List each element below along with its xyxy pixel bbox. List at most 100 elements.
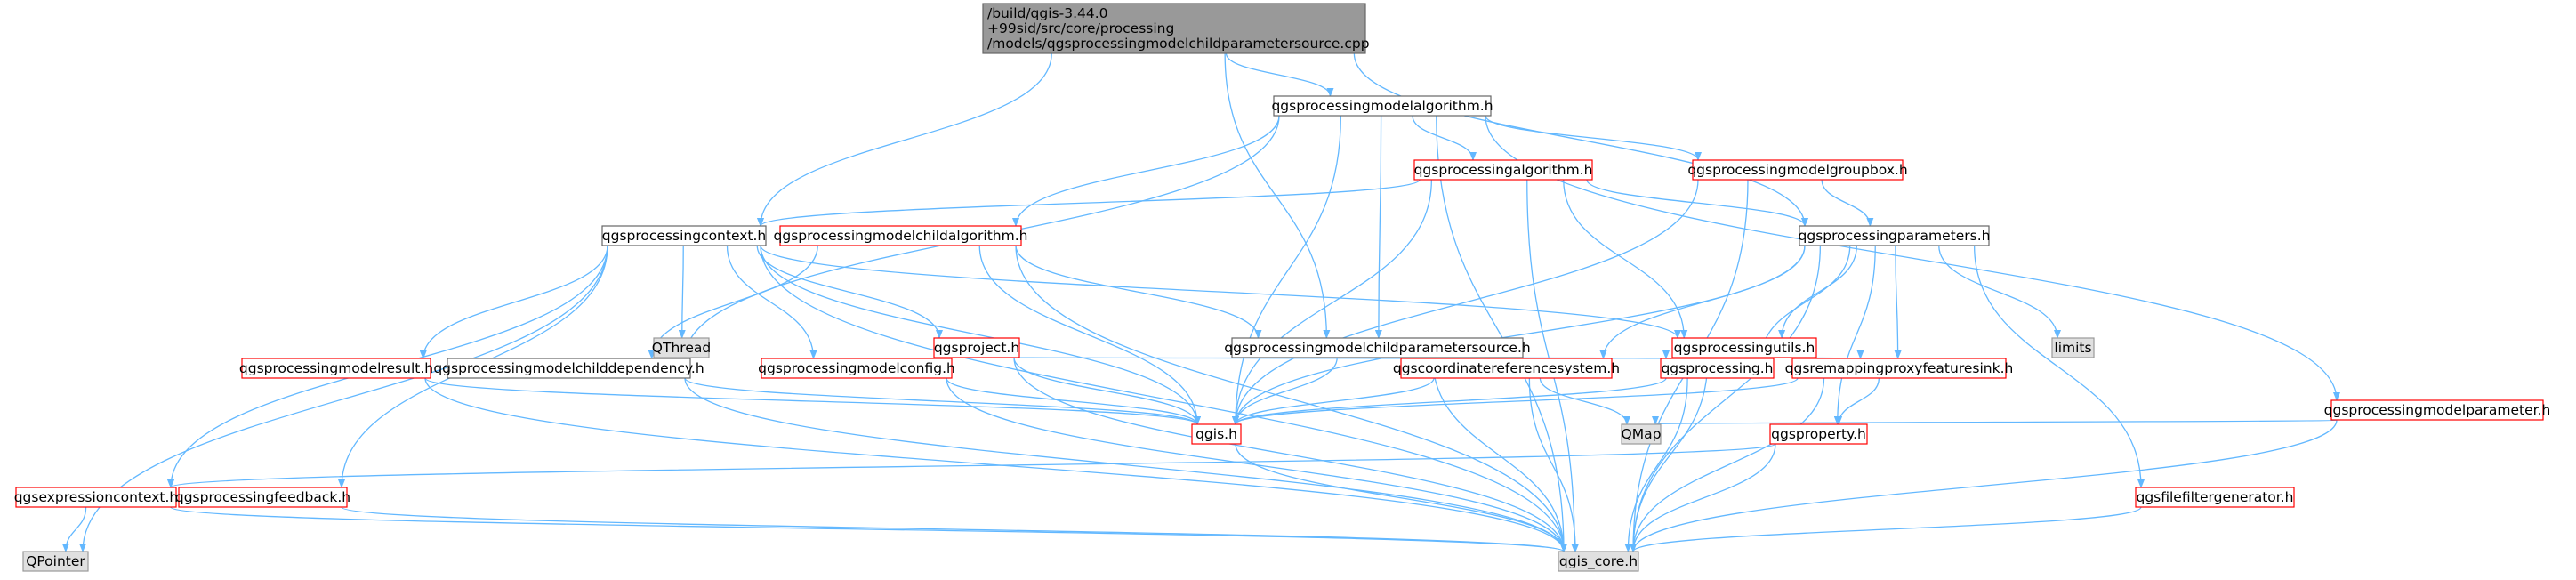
node-context[interactable]: qgsprocessingcontext.h (601, 225, 767, 246)
node-label-context: qgsprocessingcontext.h (602, 228, 766, 244)
node-box-remap[interactable] (1791, 358, 2007, 379)
node-crs[interactable]: qgscoordinatereferencesystem.h (1393, 358, 1620, 379)
edge-project-to-qgis (1013, 357, 1201, 425)
edge-context-to-qthread (678, 245, 686, 339)
node-modelalg[interactable]: qgsprocessingmodelalgorithm.h (1271, 95, 1493, 117)
edge-childalg-to-qgis (978, 245, 1201, 425)
node-box-putils[interactable] (1671, 337, 1817, 358)
node-box-childalg[interactable] (779, 225, 1022, 246)
node-qpointer[interactable]: QPointer (22, 551, 89, 572)
node-box-palg[interactable] (1413, 159, 1593, 181)
node-label-qmap: QMap (1622, 426, 1662, 442)
nodes-layer: /build/qgis-3.44.0+99sid/src/core/proces… (14, 3, 2551, 572)
node-core[interactable]: qgis_core.h (1558, 551, 1639, 572)
edge-params-to-qgis (1232, 245, 1806, 425)
edge-result-to-qgis (424, 377, 1201, 425)
edge-groupbox-to-qgis (1232, 179, 1699, 425)
edge-modelalg-to-qgis (1232, 115, 1342, 425)
edge-exprctx-to-qpointer (61, 506, 87, 552)
edges-layer (61, 52, 2340, 552)
node-qgis[interactable]: qgis.h (1191, 423, 1242, 445)
edge-filefilter-to-core (1630, 506, 2142, 552)
edge-context-to-putils (760, 245, 1681, 339)
node-exprctx[interactable]: qgsexpressioncontext.h (14, 487, 179, 508)
node-box-qgis[interactable] (1191, 423, 1242, 445)
edge-modelalg-to-childparamsrc (1374, 115, 1382, 339)
node-label-root-line-0: /build/qgis-3.44.0 (987, 5, 1108, 21)
node-palg[interactable]: qgsprocessingalgorithm.h (1413, 159, 1593, 181)
node-box-modelalg[interactable] (1273, 95, 1492, 117)
node-result[interactable]: qgsprocessingmodelresult.h (239, 358, 433, 379)
edge-modelparam-to-core (1630, 419, 2338, 552)
edge-palg-to-context (757, 179, 1421, 227)
node-childparamsrc[interactable]: qgsprocessingmodelchildparametersource.h (1224, 337, 1531, 358)
edge-childparamsrc-to-qgis (1232, 357, 1338, 425)
node-putils[interactable]: qgsprocessingutils.h (1671, 337, 1817, 358)
edge-childparamsrc-to-core (1431, 357, 1567, 552)
node-root[interactable]: /build/qgis-3.44.0+99sid/src/core/proces… (982, 3, 1370, 54)
node-qthread[interactable]: QThread (652, 337, 711, 358)
node-label-root-line-1: +99sid/src/core/processing (987, 20, 1174, 36)
node-groupbox[interactable]: qgsprocessingmodelgroupbox.h (1687, 159, 1908, 181)
edge-feedback-to-core (341, 506, 1567, 552)
node-label-core: qgis_core.h (1559, 553, 1638, 570)
node-filefilter[interactable]: qgsfilefiltergenerator.h (2135, 487, 2295, 508)
node-box-groupbox[interactable] (1692, 159, 1904, 181)
node-processing[interactable]: qgsprocessing.h (1660, 358, 1775, 379)
node-box-qpointer[interactable] (22, 551, 89, 572)
edge-context-to-project (756, 245, 943, 339)
node-box-config[interactable] (761, 358, 953, 379)
node-label-childalg: qgsprocessingmodelchildalgorithm.h (774, 228, 1028, 244)
edge-childdep-to-core (684, 377, 1567, 552)
edge-project-to-core (1013, 357, 1567, 552)
edge-processing-to-core (1624, 377, 1688, 552)
node-box-root[interactable] (982, 3, 1366, 54)
node-box-childparamsrc[interactable] (1231, 337, 1524, 358)
node-modelparam[interactable]: qgsprocessingmodelparameter.h (2324, 399, 2551, 421)
edge-groupbox-to-params (1821, 179, 1874, 227)
node-box-context[interactable] (601, 225, 767, 246)
node-params[interactable]: qgsprocessingparameters.h (1799, 225, 1991, 246)
node-box-exprctx[interactable] (15, 487, 177, 508)
node-box-params[interactable] (1799, 225, 1990, 246)
node-childdep[interactable]: qgsprocessingmodelchilddependency.h (433, 358, 704, 379)
node-label-processing: qgsprocessing.h (1661, 360, 1773, 376)
node-label-qpointer: QPointer (26, 553, 85, 569)
node-box-feedback[interactable] (178, 487, 348, 508)
edge-modelparam-to-qmap (1654, 415, 2338, 425)
edge-qgis-to-core (1235, 443, 1567, 552)
node-label-palg: qgsprocessingalgorithm.h (1414, 162, 1593, 178)
node-label-property: qgsproperty.h (1771, 426, 1866, 442)
edge-putils-to-core (1630, 357, 1709, 552)
edge-childalg-to-childparamsrc (1015, 245, 1262, 339)
node-box-core[interactable] (1558, 551, 1639, 572)
node-project[interactable]: qgsproject.h (933, 337, 1020, 358)
node-box-modelparam[interactable] (2330, 399, 2544, 421)
node-box-crs[interactable] (1400, 358, 1613, 379)
node-limits[interactable]: limits (2051, 337, 2095, 358)
node-remap[interactable]: qgsremappingproxyfeaturesink.h (1785, 358, 2014, 379)
node-label-params: qgsprocessingparameters.h (1799, 228, 1991, 244)
node-box-project[interactable] (933, 337, 1020, 358)
node-qmap[interactable]: QMap (1621, 423, 1662, 445)
node-box-property[interactable] (1769, 423, 1868, 445)
edge-remap-to-property (1835, 377, 1880, 425)
edge-result-to-core (424, 377, 1567, 552)
node-box-filefilter[interactable] (2135, 487, 2295, 508)
node-property[interactable]: qgsproperty.h (1769, 423, 1868, 445)
node-box-qthread[interactable] (653, 337, 710, 358)
node-feedback[interactable]: qgsprocessingfeedback.h (175, 487, 350, 508)
edge-property-to-core (1630, 443, 1776, 552)
node-box-qmap[interactable] (1621, 423, 1662, 445)
node-childalg[interactable]: qgsprocessingmodelchildalgorithm.h (774, 225, 1028, 246)
node-label-groupbox: qgsprocessingmodelgroupbox.h (1687, 162, 1907, 178)
node-box-childdep[interactable] (447, 358, 691, 379)
node-config[interactable]: qgsprocessingmodelconfig.h (758, 358, 955, 379)
node-box-limits[interactable] (2051, 337, 2095, 358)
edge-modelalg-to-groupbox (1485, 115, 1702, 161)
node-box-processing[interactable] (1660, 358, 1775, 379)
node-box-result[interactable] (241, 358, 431, 379)
edge-childdep-to-qgis (684, 377, 1201, 425)
node-label-qgis: qgis.h (1195, 426, 1237, 442)
